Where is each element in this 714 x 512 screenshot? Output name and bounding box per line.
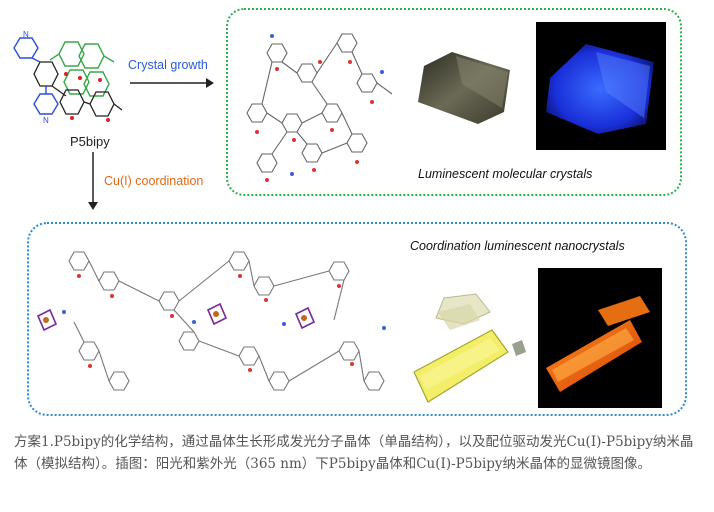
crystal-growth-label: Crystal growth (128, 58, 208, 72)
p5bipy-structure: N N (13, 30, 123, 125)
nanocrystal-sunlight-image (410, 290, 538, 408)
crystal-sunlight-image (412, 44, 516, 130)
cu-coordination-arrow (88, 152, 98, 210)
molecular-crystal-panel (226, 8, 682, 196)
crystal-growth-arrow (130, 78, 214, 88)
figure-caption: 方案1.P5bipy的化学结构，通过晶体生长形成发光分子晶体（单晶结构），以及配… (14, 434, 694, 472)
nanocrystal-uv-image (538, 268, 662, 408)
nanocrystal-panel (27, 222, 687, 416)
molecule-label: P5bipy (70, 134, 110, 149)
crystal-uv-image (536, 22, 666, 150)
single-crystal-structure (246, 33, 393, 182)
nanocrystals-title: Coordination luminescent nanocrystals (410, 239, 625, 253)
coordination-polymer-structure (36, 251, 386, 391)
svg-text:N: N (43, 116, 49, 125)
svg-text:N: N (23, 30, 29, 39)
cu-coordination-label: Cu(I) coordination (104, 174, 204, 188)
molecular-crystals-title: Luminescent molecular crystals (418, 167, 593, 181)
